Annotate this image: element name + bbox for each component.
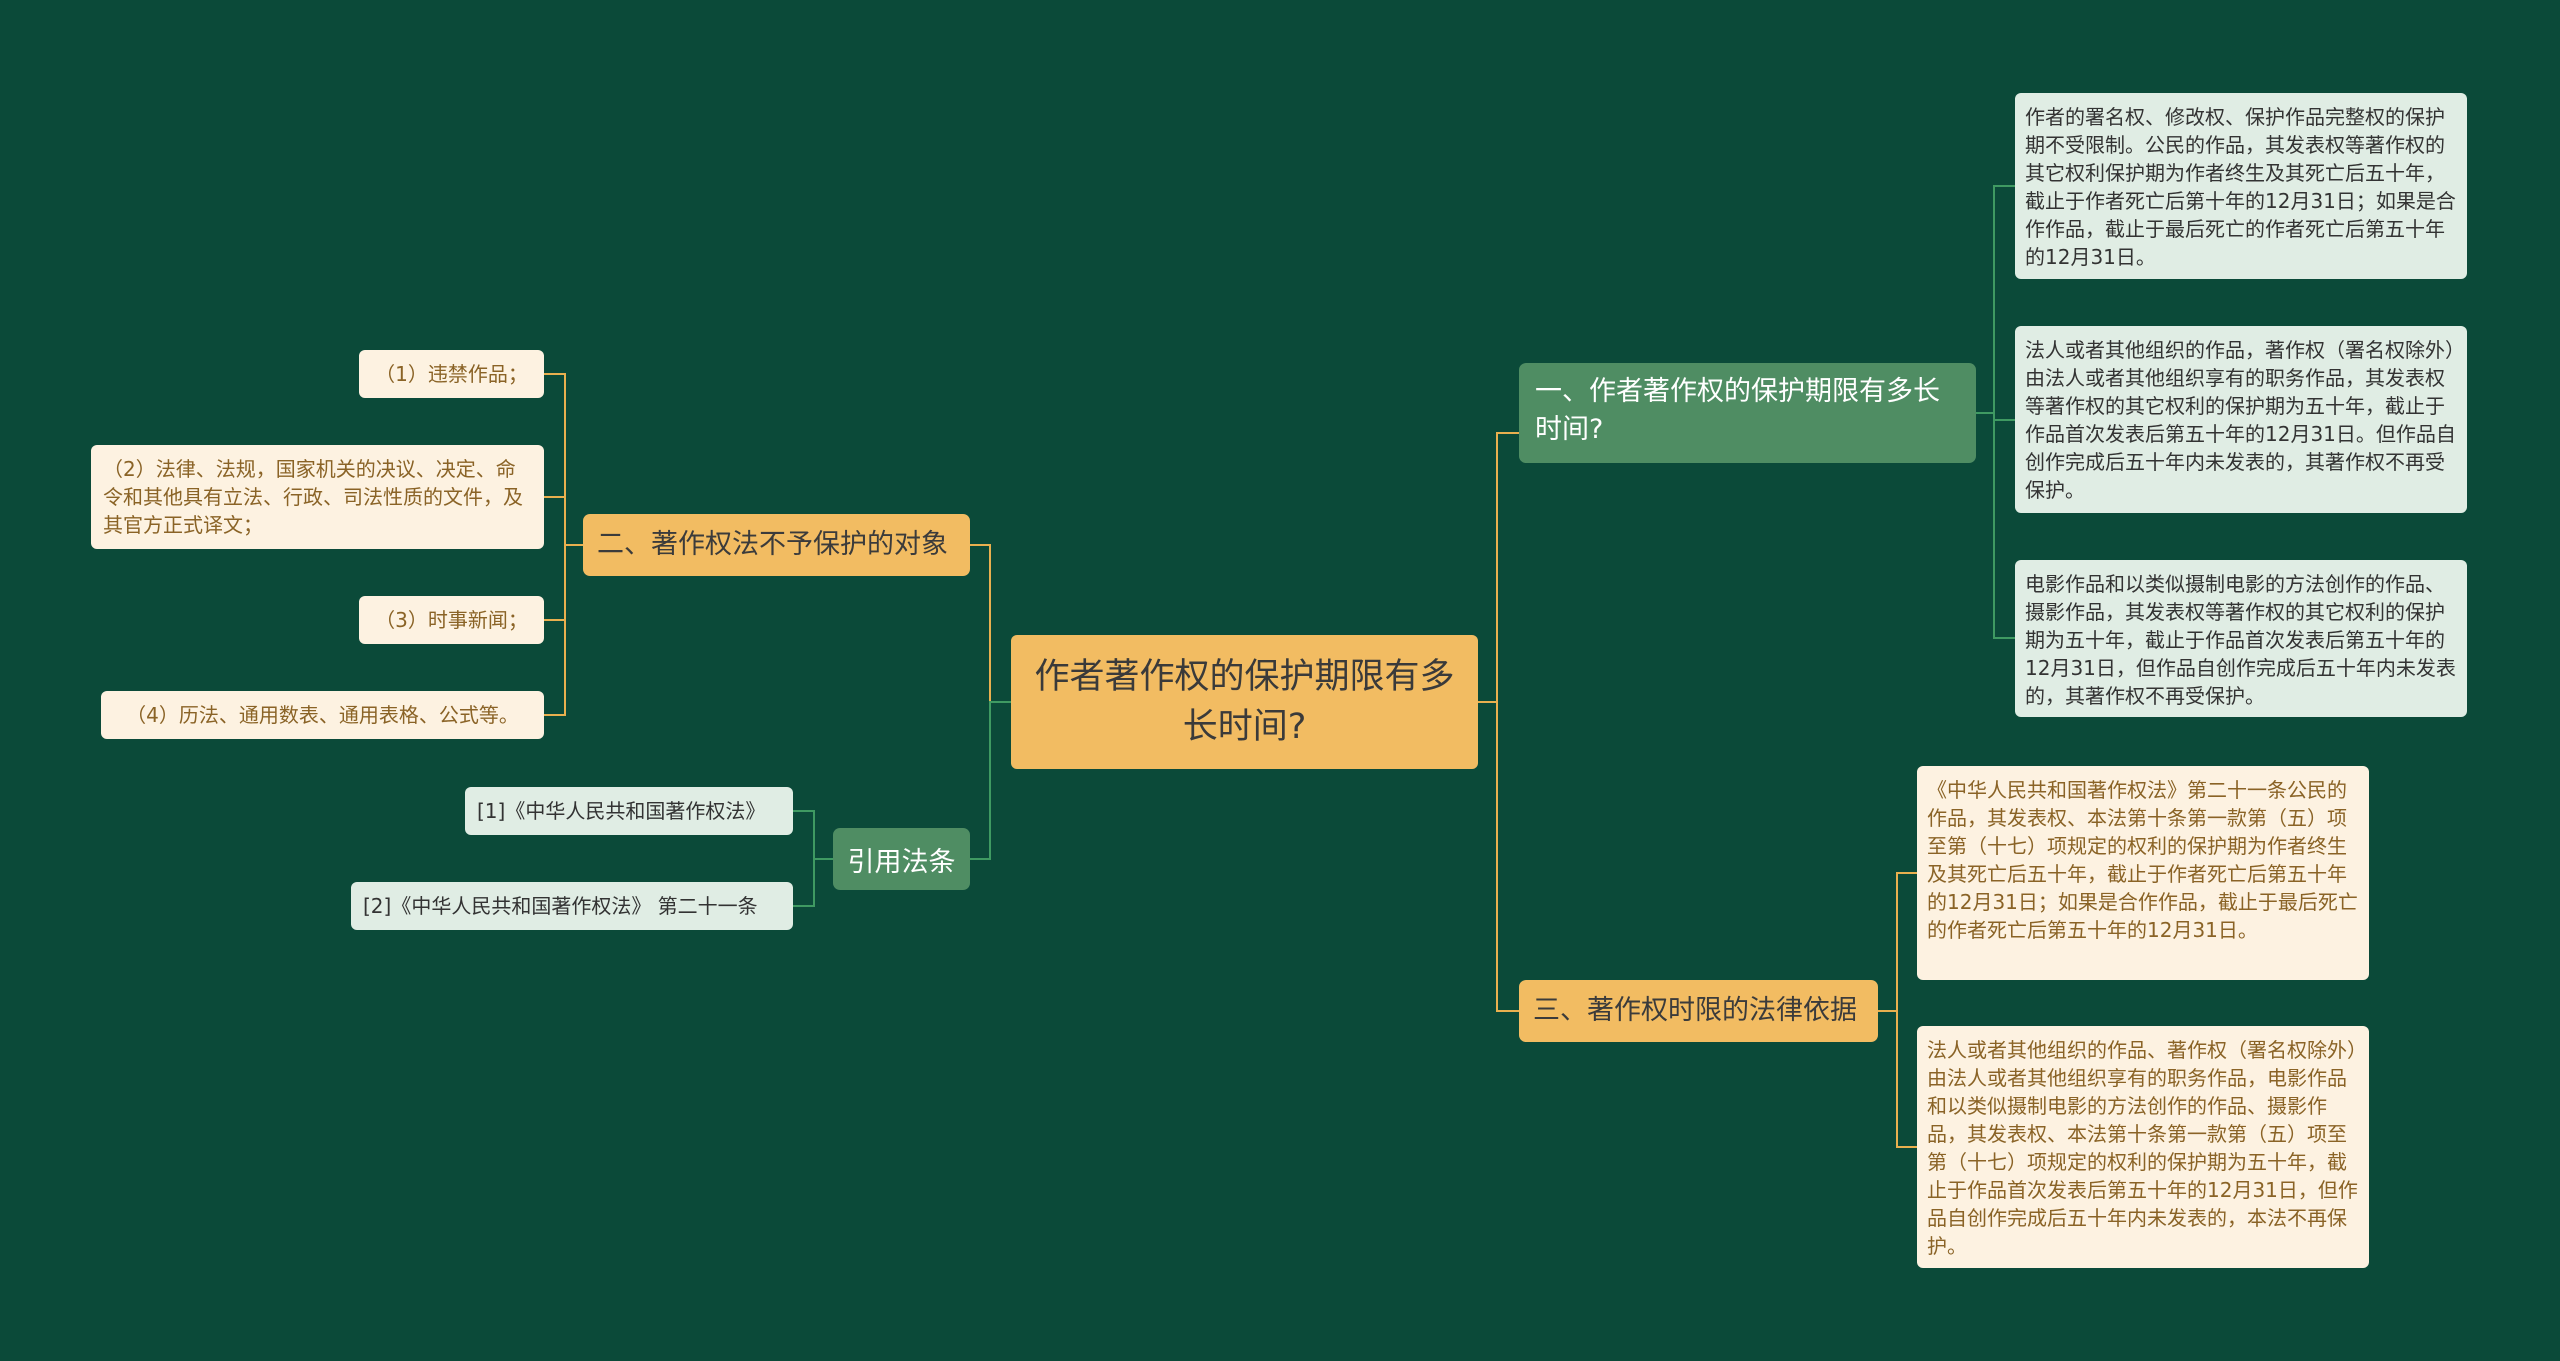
link-cite-leaf1: [793, 810, 833, 860]
leaf-article-21-citizen[interactable]: 《中华人民共和国著作权法》第二十一条公民的作品，其发表权、本法第十条第一款第（五…: [1917, 766, 2369, 980]
leaf-article-21-entity-text: 法人或者其他组织的作品、著作权（署名权除外）由法人或者其他组织享有的职务作品，电…: [1927, 1038, 2358, 1258]
leaf-calendars-formulas[interactable]: （4）历法、通用数表、通用表格、公式等。: [101, 691, 544, 739]
central-topic[interactable]: 作者著作权的保护期限有多长时间?: [1011, 635, 1478, 769]
branch-protection-period[interactable]: 一、作者著作权的保护期限有多长时间?: [1519, 363, 1976, 463]
leaf-article-21-entity[interactable]: 法人或者其他组织的作品、著作权（署名权除外）由法人或者其他组织享有的职务作品，电…: [1917, 1026, 2369, 1268]
leaf-film-photo-term[interactable]: 电影作品和以类似摄制电影的方法创作的作品、摄影作品，其发表权等著作权的其它权利的…: [2015, 560, 2467, 717]
link-b2-leaf3: [544, 544, 583, 621]
link-b2-leaf4: [544, 544, 583, 716]
link-b2-leaf2: [544, 496, 583, 546]
link-b3-leaf1: [1878, 872, 1917, 1012]
leaf-author-term-text: 作者的署名权、修改权、保护作品完整权的保护期不受限制。公民的作品，其发表权等著作…: [2025, 105, 2456, 269]
reference-copyright-law-article-21-text: [2]《中华人民共和国著作权法》 第二十一条: [363, 894, 758, 918]
leaf-article-21-citizen-text: 《中华人民共和国著作权法》第二十一条公民的作品，其发表权、本法第十条第一款第（五…: [1927, 778, 2358, 942]
link-b3-leaf2: [1878, 1010, 1917, 1148]
reference-copyright-law-text: [1]《中华人民共和国著作权法》: [477, 799, 766, 823]
leaf-laws-regulations-text: （2）法律、法规，国家机关的决议、决定、命令和其他具有立法、行政、司法性质的文件…: [103, 457, 523, 537]
branch-unprotected-objects-label: 二、著作权法不予保护的对象: [597, 529, 948, 560]
link-b1-leaf3: [1976, 412, 2015, 639]
leaf-current-news[interactable]: （3）时事新闻；: [359, 596, 544, 644]
link-root-b3: [1478, 701, 1519, 1012]
leaf-legal-entity-term-text: 法人或者其他组织的作品，著作权（署名权除外）由法人或者其他组织享有的职务作品，其…: [2025, 338, 2456, 502]
branch-legal-basis[interactable]: 三、著作权时限的法律依据: [1519, 980, 1878, 1042]
branch-unprotected-objects[interactable]: 二、著作权法不予保护的对象: [583, 514, 970, 576]
leaf-author-term[interactable]: 作者的署名权、修改权、保护作品完整权的保护期不受限制。公民的作品，其发表权等著作…: [2015, 93, 2467, 279]
leaf-legal-entity-term[interactable]: 法人或者其他组织的作品，著作权（署名权除外）由法人或者其他组织享有的职务作品，其…: [2015, 326, 2467, 513]
leaf-calendars-formulas-text: （4）历法、通用数表、通用表格、公式等。: [126, 703, 519, 727]
link-b1-leaf2: [1976, 412, 2015, 421]
branch-cited-articles[interactable]: 引用法条: [833, 828, 970, 890]
link-b1-leaf1: [1976, 185, 2015, 414]
leaf-prohibited-works[interactable]: （1）违禁作品；: [359, 350, 544, 398]
leaf-film-photo-term-text: 电影作品和以类似摄制电影的方法创作的作品、摄影作品，其发表权等著作权的其它权利的…: [2025, 572, 2456, 708]
leaf-prohibited-works-text: （1）违禁作品；: [375, 362, 528, 386]
link-root-b1: [1478, 432, 1519, 703]
link-root-cite: [970, 701, 1011, 860]
branch-protection-period-label: 一、作者著作权的保护期限有多长时间?: [1535, 376, 1940, 445]
link-root-b2: [970, 544, 1011, 703]
central-topic-label: 作者著作权的保护期限有多长时间?: [1034, 657, 1455, 747]
reference-copyright-law[interactable]: [1]《中华人民共和国著作权法》: [465, 787, 793, 835]
link-b2-leaf1: [544, 373, 583, 546]
leaf-laws-regulations[interactable]: （2）法律、法规，国家机关的决议、决定、命令和其他具有立法、行政、司法性质的文件…: [91, 445, 544, 549]
link-cite-leaf2: [793, 858, 833, 907]
leaf-current-news-text: （3）时事新闻；: [375, 608, 528, 632]
reference-copyright-law-article-21[interactable]: [2]《中华人民共和国著作权法》 第二十一条: [351, 882, 793, 930]
branch-cited-articles-label: 引用法条: [847, 846, 956, 878]
branch-legal-basis-label: 三、著作权时限的法律依据: [1533, 995, 1857, 1026]
